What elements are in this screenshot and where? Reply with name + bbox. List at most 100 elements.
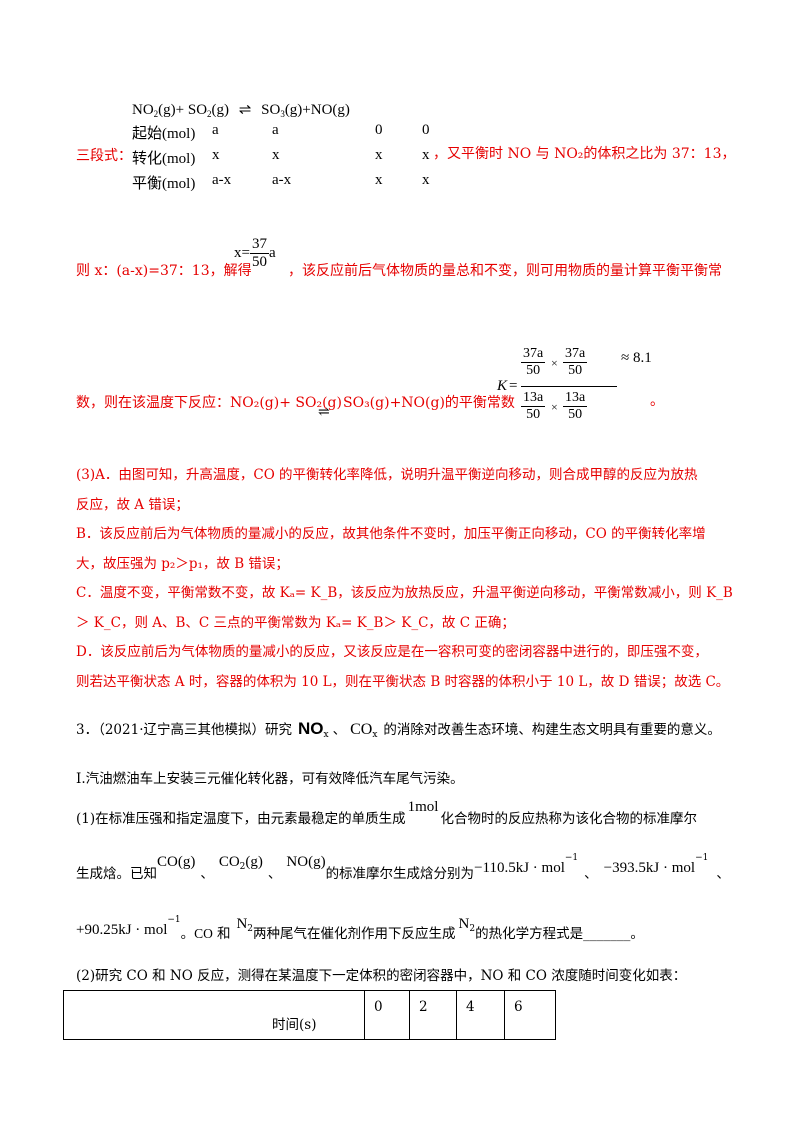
co-formula: CO(g): [157, 854, 196, 870]
k-num4: 13a: [563, 390, 588, 407]
line-k-end: 。: [650, 393, 664, 409]
sub-x: x: [323, 730, 329, 740]
q1-post: 化合物时的反应热称为该化合物的标准摩尔: [440, 811, 697, 827]
para-line: (3)A．由图可知，升高温度，CO 的平衡转化率降低，说明升温平衡逆向移动，则合…: [76, 467, 698, 483]
k-num1: 37a: [523, 346, 544, 361]
eq-sub: 2: [207, 109, 212, 119]
data-table: 时间(s) 0 2 4 6: [63, 990, 556, 1040]
k-den4: 50: [568, 407, 583, 422]
q3-title-pre: 3．（2021·辽宁高三其他模拟）研究: [76, 722, 292, 738]
cell: 0: [375, 122, 383, 138]
n2-formula: N: [236, 916, 248, 932]
reaction-equation: NO2(g)+ SO2(g) ⇌ SO3(g)+NO(g): [132, 100, 350, 119]
k-den3: 50: [526, 407, 541, 422]
neg1: −1: [695, 853, 709, 863]
para-line: C．温度不变，平衡常数不变，故 Kₐ= K_B，该反应为放热反应，升温平衡逆向移…: [76, 585, 733, 601]
table-col: 2: [419, 999, 428, 1015]
cell: x: [422, 147, 430, 163]
equilibrium-arrow-icon: ⇌: [318, 404, 330, 420]
sep: 、: [200, 866, 214, 882]
q3-1-line1: (1)在标准压强和指定温度下，由元素最稳定的单质生成1mol化合物时的反应热称为…: [76, 799, 697, 828]
q1b-mid: 的标准摩尔生成焓分别为: [325, 866, 475, 882]
row-eq-label: 平衡(mol): [132, 176, 196, 192]
nox-formula: NO: [298, 719, 324, 738]
eq-g: (g): [211, 102, 230, 118]
cell: a-x: [212, 172, 232, 188]
eq-g: (g)+NO(g): [284, 102, 350, 118]
k-den2: 50: [563, 362, 588, 379]
q3-2: (2)研究 CO 和 NO 反应，测得在某温度下一定体积的密闭容器中，NO 和 …: [76, 968, 687, 984]
x-eq: x=: [234, 245, 250, 261]
cell: x: [375, 147, 383, 163]
cell: 0: [422, 122, 430, 138]
cell: a: [272, 122, 279, 138]
k-result: ≈ 8.1: [621, 350, 652, 366]
line-x-pre: 则 x：(a-x)=37：13，解得: [76, 263, 252, 279]
solution-part3: (3)A．由图可知，升高温度，CO 的平衡转化率降低，说明升温平衡逆向移动，则合…: [76, 461, 733, 697]
para-line: 则若达平衡状态 A 时，容器的体积为 10 L，则在平衡状态 B 时容器的体积小…: [76, 673, 730, 690]
no-formula: NO(g): [286, 854, 326, 870]
n2-formula: N: [458, 916, 470, 932]
frac-a: a: [268, 245, 276, 261]
sep: 、: [584, 866, 598, 882]
cell: x: [422, 172, 430, 188]
value-no: +90.25kJ · mol: [76, 922, 168, 938]
sub-x: x: [372, 730, 378, 740]
cell: x: [375, 172, 383, 188]
eq-so3: SO: [261, 102, 281, 118]
q3-part1: I.汽油燃油车上安装三元催化转化器，可有效降低汽车尾气污染。: [76, 771, 464, 787]
co2-g: (g): [245, 854, 263, 870]
line-x-post: ，该反应前后气体物质的量总和不变，则可用物质的量计算平衡平衡常: [288, 263, 722, 279]
cell: x: [212, 147, 220, 163]
para-line: 反应，故 A 错误；: [76, 496, 189, 513]
sep: 、: [716, 866, 730, 882]
q1b-pre: 生成焓。已知: [76, 866, 157, 882]
value-co: −110.5kJ · mol: [474, 860, 565, 876]
eq-no: NO: [132, 102, 154, 118]
equilibrium-arrow-icon: ⇌: [238, 102, 252, 118]
co2-formula: CO: [218, 854, 240, 870]
k-num2: 37a: [565, 346, 586, 361]
q1c-d: 的热化学方程式是_______。: [475, 926, 644, 942]
three-stage-label: 三段式：: [76, 148, 132, 164]
line-k-mid: SO₃(g)+NO(g)的平衡常数: [343, 395, 515, 411]
mol-text: 1mol: [407, 799, 439, 815]
times-sign: ×: [551, 400, 558, 414]
para-line: 大，故压强为 p₂＞p₁，故 B 错误；: [76, 555, 289, 572]
q1c-b: 和: [216, 926, 231, 942]
cox-formula: CO: [350, 721, 373, 738]
frac-num: 37: [249, 236, 269, 254]
frac-den: 50: [251, 254, 267, 270]
line-k-pre: 数，则在该温度下反应：NO₂(g)+ SO₂(g): [76, 395, 342, 411]
eq-sub: 3: [280, 109, 285, 119]
q1-pre: (1)在标准压强和指定温度下，由元素最稳定的单质生成: [76, 811, 406, 827]
k-label: K: [497, 378, 508, 394]
sep: 、: [332, 722, 347, 738]
table-col: 4: [466, 999, 475, 1015]
cell: x: [272, 147, 280, 163]
sep: 、: [267, 866, 282, 882]
table-header-time: 时间(s): [272, 1017, 317, 1033]
q3-title-post: 的消除对改善生态环境、构建生态文明具有重要的意义。: [383, 722, 721, 738]
k-den1: 50: [521, 362, 546, 379]
q3-1-line2: 生成焓。已知CO(g)、CO2(g)、NO(g)的标准摩尔生成焓分别为−110.…: [76, 853, 730, 882]
times-sign: ×: [551, 356, 558, 370]
k-num3: 13a: [521, 390, 546, 407]
cell: a: [212, 122, 219, 138]
para-line: B．该反应前后为气体物质的量减小的反应，故其他条件不变时，加压平衡正向移动，CO…: [76, 526, 706, 542]
eq-sub: 2: [153, 109, 159, 119]
neg1: −1: [564, 853, 579, 863]
q1c-a: 。CO: [180, 926, 213, 941]
stage-tail-text: ，又平衡时 NO 与 NO₂的体积之比为 37：13，: [433, 146, 736, 162]
row-start-label: 起始(mol): [132, 126, 196, 142]
q1c-c: 两种尾气在催化剂作用下反应生成: [253, 926, 456, 942]
table-col: 0: [374, 999, 383, 1015]
value-co2: −393.5kJ · mol: [603, 860, 696, 876]
para-line: ＞ K_C，则 A、B、C 三点的平衡常数为 Kₐ= K_B＞ K_C，故 C …: [76, 614, 515, 631]
cell: a-x: [272, 172, 292, 188]
table-col: 6: [514, 999, 523, 1015]
para-line: D．该反应前后为气体物质的量减小的反应，又该反应是在一容积可变的密闭容器中进行的…: [76, 644, 708, 660]
